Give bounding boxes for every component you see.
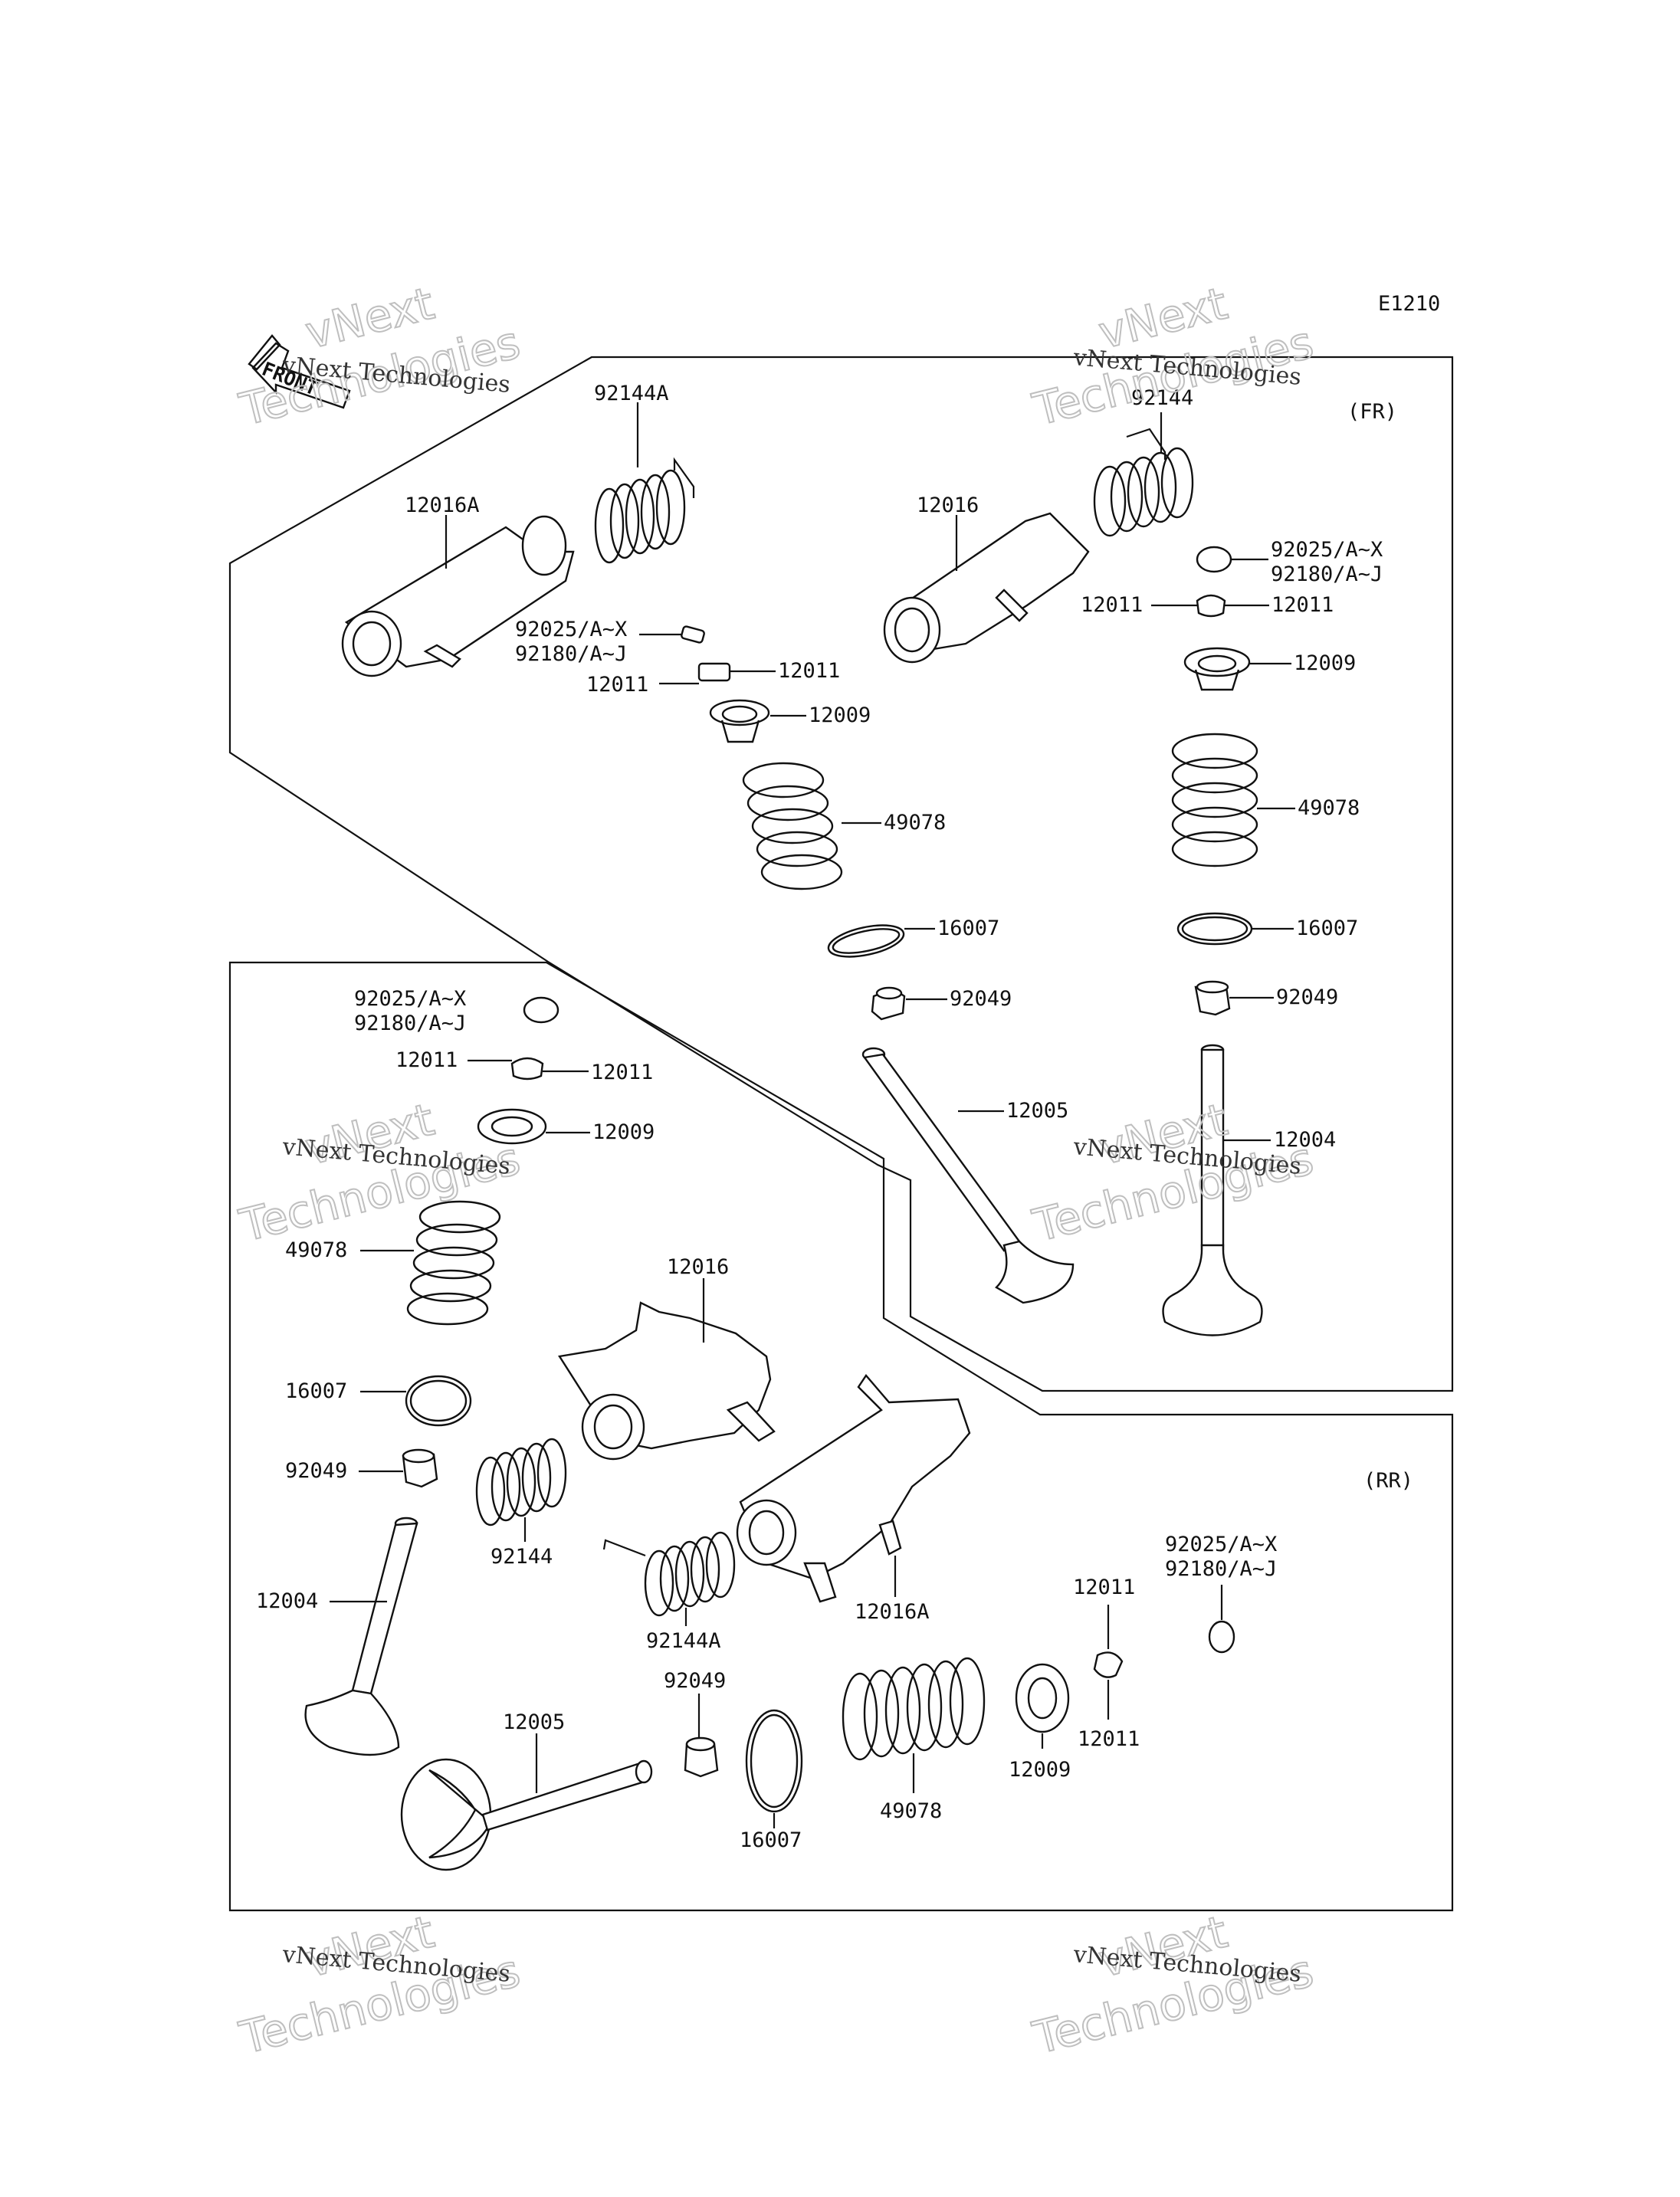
label-12011-rear-a-right: 12011 bbox=[591, 1061, 653, 1084]
valve-12004-front-icon bbox=[1162, 1044, 1263, 1336]
label-12005-front: 12005 bbox=[1006, 1099, 1068, 1123]
section-label-rear: (RR) bbox=[1363, 1469, 1413, 1493]
valve-12004-rear-icon bbox=[304, 1517, 418, 1756]
label-92025-front-a: 92025/A~X bbox=[515, 618, 627, 641]
retainer-12009-rear-a-icon bbox=[477, 1108, 547, 1145]
label-49078-front-a: 49078 bbox=[884, 811, 946, 835]
rocker-arm-12016-front-icon bbox=[883, 512, 1090, 664]
label-12016a-rear: 12016A bbox=[855, 1600, 930, 1624]
label-12016-front: 12016 bbox=[917, 494, 979, 517]
rear-section-border bbox=[228, 961, 1454, 1912]
watermark-bottom-left: vNext Technologies vNext Technologies bbox=[234, 1905, 526, 2065]
label-16007-rear-a: 16007 bbox=[285, 1379, 347, 1403]
keeper-12011-front-b-icon bbox=[1196, 594, 1226, 618]
label-12004-front: 12004 bbox=[1274, 1128, 1336, 1152]
keeper-12011-rear-a-icon bbox=[510, 1057, 544, 1080]
seal-16007-front-b-icon bbox=[1176, 912, 1253, 946]
label-92180-rear-a: 92180/A~J bbox=[354, 1012, 466, 1035]
label-16007-front-b: 16007 bbox=[1296, 917, 1358, 940]
label-49078-rear-a: 49078 bbox=[285, 1238, 347, 1262]
label-12009-front-b: 12009 bbox=[1294, 651, 1356, 675]
seal-92049-front-a-icon bbox=[871, 986, 906, 1021]
retainer-12009-front-a-icon bbox=[709, 699, 770, 743]
label-16007-rear-b: 16007 bbox=[740, 1828, 802, 1852]
label-12016-rear: 12016 bbox=[667, 1255, 729, 1279]
valve-12005-front-icon bbox=[861, 1047, 1075, 1304]
label-92049-front-b: 92049 bbox=[1276, 985, 1338, 1009]
valve-spring-49078-rear-b-icon bbox=[842, 1657, 986, 1761]
label-12005-rear: 12005 bbox=[503, 1710, 565, 1734]
cotter-92025-front-b-icon bbox=[1196, 546, 1232, 573]
valve-spring-49078-rear-a-icon bbox=[406, 1200, 501, 1326]
valve-spring-49078-front-b-icon bbox=[1171, 733, 1258, 867]
label-92144-rear: 92144 bbox=[491, 1545, 553, 1569]
label-92144-front: 92144 bbox=[1131, 386, 1193, 410]
retainer-12009-rear-b-icon bbox=[1015, 1663, 1070, 1733]
cotter-92025-front-a-icon bbox=[681, 625, 705, 644]
label-12009-front-a: 12009 bbox=[809, 703, 871, 727]
label-12009-rear-a: 12009 bbox=[592, 1120, 655, 1144]
label-12011-front-a-right: 12011 bbox=[778, 659, 840, 683]
label-92180-rear-b: 92180/A~J bbox=[1165, 1557, 1277, 1581]
label-92049-front-a: 92049 bbox=[950, 987, 1012, 1011]
label-49078-rear-b: 49078 bbox=[880, 1799, 942, 1823]
spring-92144-rear-icon bbox=[475, 1438, 567, 1526]
label-92180-front-b: 92180/A~J bbox=[1271, 562, 1383, 586]
label-92049-rear-b: 92049 bbox=[664, 1669, 726, 1693]
seal-92049-rear-b-icon bbox=[684, 1736, 719, 1778]
label-92180-front-a: 92180/A~J bbox=[515, 642, 627, 666]
rocker-arm-12016a-front-icon bbox=[341, 515, 575, 677]
label-92025-rear-b: 92025/A~X bbox=[1165, 1533, 1277, 1556]
label-92049-rear-a: 92049 bbox=[285, 1459, 347, 1483]
spring-92144a-front-icon bbox=[594, 457, 695, 564]
label-12011-front-a-left: 12011 bbox=[586, 673, 648, 697]
label-12011-rear-b-top: 12011 bbox=[1073, 1576, 1135, 1599]
cotter-92025-rear-a-icon bbox=[523, 996, 559, 1024]
label-12009-rear-b: 12009 bbox=[1009, 1758, 1071, 1782]
label-16007-front-a: 16007 bbox=[937, 917, 999, 940]
valve-12005-rear-icon bbox=[400, 1758, 653, 1871]
spring-92144a-rear-icon bbox=[602, 1531, 736, 1617]
keeper-12011-rear-b-icon bbox=[1093, 1651, 1124, 1678]
seal-16007-rear-b-icon bbox=[745, 1709, 803, 1813]
spring-92144-front-icon bbox=[1093, 428, 1194, 537]
label-12011-rear-b-bottom: 12011 bbox=[1078, 1727, 1140, 1751]
label-92025-front-b: 92025/A~X bbox=[1271, 538, 1383, 562]
label-12011-front-b-right: 12011 bbox=[1271, 593, 1334, 617]
label-49078-front-b: 49078 bbox=[1298, 796, 1360, 820]
label-92144a-rear: 92144A bbox=[646, 1629, 721, 1653]
diagram-code: E1210 bbox=[1378, 292, 1440, 316]
valve-spring-49078-front-a-icon bbox=[742, 762, 843, 890]
label-92144a-front: 92144A bbox=[594, 382, 669, 405]
keeper-12011-front-a-icon bbox=[697, 662, 731, 682]
rocker-arm-12016-rear-icon bbox=[558, 1301, 776, 1461]
front-section-border bbox=[228, 356, 1454, 1392]
label-12016a-front: 12016A bbox=[405, 494, 480, 517]
label-12011-front-b-left: 12011 bbox=[1081, 593, 1143, 617]
watermark-mid-right: vNext Technologies vNext Technologies bbox=[1027, 1093, 1319, 1253]
seal-92049-rear-a-icon bbox=[402, 1448, 438, 1488]
seal-16007-rear-a-icon bbox=[405, 1375, 472, 1427]
label-12004-rear: 12004 bbox=[256, 1589, 318, 1613]
seal-16007-front-a-icon bbox=[827, 924, 905, 958]
watermark-bottom-right: vNext Technologies vNext Technologies bbox=[1027, 1905, 1319, 2065]
retainer-12009-front-b-icon bbox=[1183, 647, 1251, 691]
seal-92049-front-b-icon bbox=[1194, 980, 1231, 1016]
label-92025-rear-a: 92025/A~X bbox=[354, 987, 466, 1011]
cotter-92025-rear-b-icon bbox=[1208, 1620, 1235, 1654]
section-label-front: (FR) bbox=[1347, 400, 1397, 424]
label-12011-rear-a-left: 12011 bbox=[395, 1048, 458, 1072]
rocker-arm-12016a-rear-icon bbox=[736, 1374, 971, 1603]
